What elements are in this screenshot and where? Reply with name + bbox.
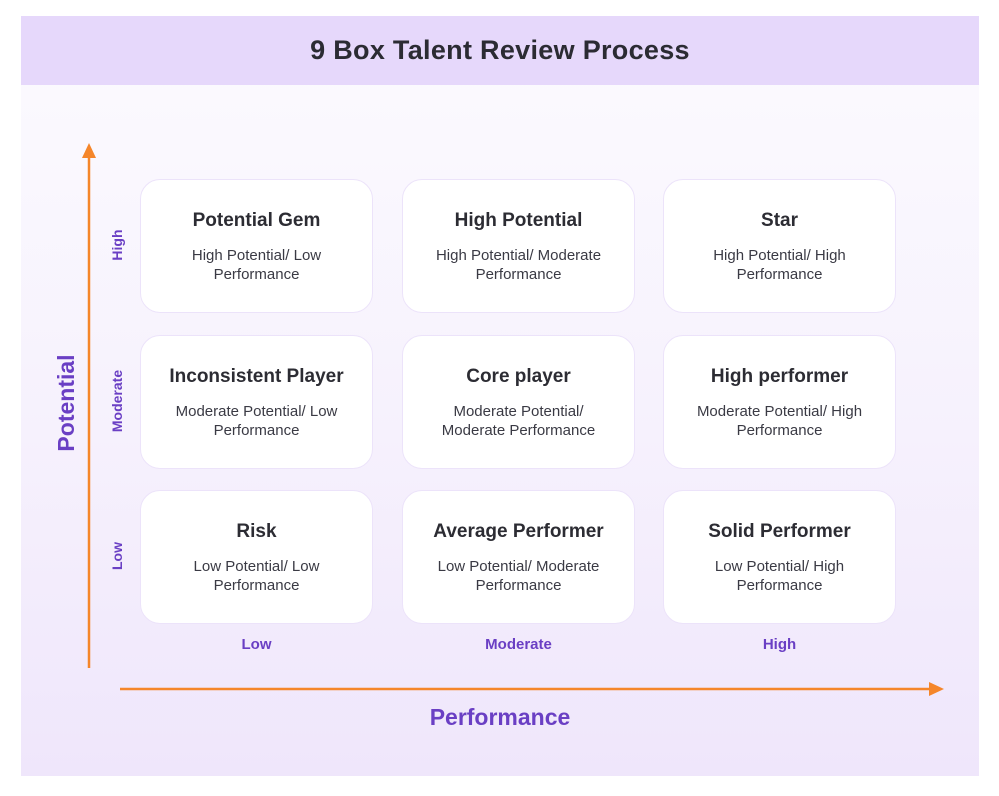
box-potential-gem: Potential Gem High Potential/ Low Perfor… bbox=[140, 179, 373, 313]
y-level-low: Low bbox=[109, 542, 125, 570]
box-title: Core player bbox=[466, 366, 571, 387]
header-banner: 9 Box Talent Review Process bbox=[21, 16, 979, 85]
box-title: Risk bbox=[236, 521, 277, 542]
x-axis-arrow bbox=[120, 682, 944, 696]
box-title: High Potential bbox=[454, 210, 583, 231]
x-axis-title: Performance bbox=[429, 704, 571, 730]
box-description: Moderate Potential/ Low Performance bbox=[175, 403, 338, 439]
box-high-potential: High Potential High Potential/ Moderate … bbox=[402, 179, 635, 313]
x-level-moderate: Moderate bbox=[485, 636, 552, 653]
box-description: Low Potential/ Low Performance bbox=[193, 558, 320, 594]
box-inconsistent-player: Inconsistent Player Moderate Potential/ … bbox=[140, 335, 373, 469]
box-title: High performer bbox=[710, 366, 849, 387]
box-star: Star High Potential/ High Performance bbox=[663, 179, 896, 313]
box-description: Low Potential/ Moderate Performance bbox=[437, 558, 600, 594]
box-solid-performer: Solid Performer Low Potential/ High Perf… bbox=[663, 490, 896, 624]
box-description: High Potential/ High Performance bbox=[713, 247, 846, 283]
box-title: Star bbox=[761, 210, 798, 231]
box-title: Solid Performer bbox=[708, 521, 851, 542]
x-level-high: High bbox=[762, 636, 797, 653]
box-title: Potential Gem bbox=[192, 210, 321, 231]
box-description: High Potential/ Low Performance bbox=[191, 247, 322, 283]
box-description: High Potential/ Moderate Performance bbox=[435, 247, 602, 283]
page-title: 9 Box Talent Review Process bbox=[310, 35, 690, 65]
box-core-player: Core player Moderate Potential/ Moderate… bbox=[402, 335, 635, 469]
box-title: Inconsistent Player bbox=[169, 366, 344, 387]
box-title: Average Performer bbox=[433, 521, 604, 542]
y-level-moderate: Moderate bbox=[109, 369, 125, 433]
x-level-low: Low bbox=[241, 636, 272, 653]
y-axis-arrow bbox=[82, 143, 96, 668]
box-high-performer: High performer Moderate Potential/ High … bbox=[663, 335, 896, 469]
box-risk: Risk Low Potential/ Low Performance bbox=[140, 490, 373, 624]
box-description: Low Potential/ High Performance bbox=[714, 558, 845, 594]
y-level-high: High bbox=[109, 229, 125, 261]
box-description: Moderate Potential/ Moderate Performance bbox=[441, 403, 596, 439]
y-axis-title: Potential bbox=[53, 354, 79, 452]
box-average-performer: Average Performer Low Potential/ Moderat… bbox=[402, 490, 635, 624]
box-description: Moderate Potential/ High Performance bbox=[696, 403, 863, 439]
